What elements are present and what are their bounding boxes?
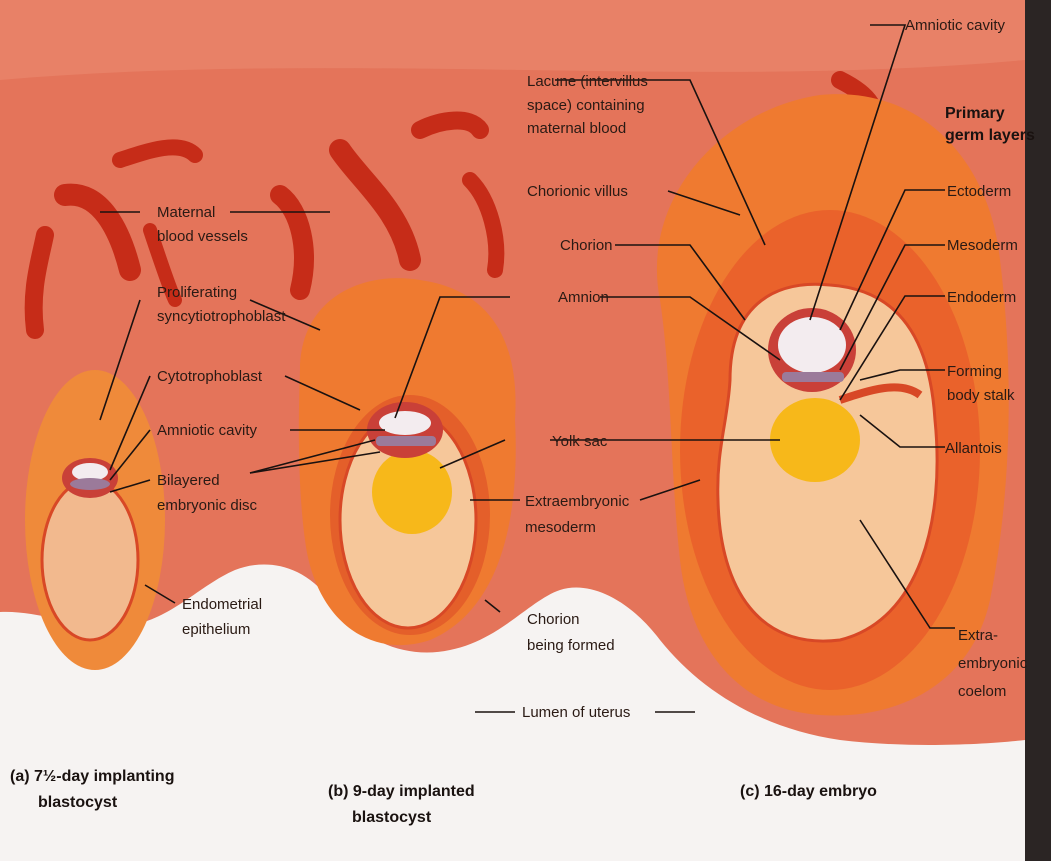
label-extra-coelom-1: Extra- bbox=[958, 627, 998, 644]
label-forming-2: body stalk bbox=[947, 387, 1015, 404]
label-proliferating-1: Proliferating bbox=[157, 284, 237, 301]
label-allantois: Allantois bbox=[945, 440, 1002, 457]
wall-highlight bbox=[0, 0, 1025, 80]
blastocyst-a bbox=[25, 370, 165, 670]
label-extra-coelom-2: embryonic bbox=[958, 655, 1028, 672]
label-ectoderm: Ectoderm bbox=[947, 183, 1011, 200]
label-lacune-1: Lacune (intervillus bbox=[527, 73, 648, 90]
label-endoderm: Endoderm bbox=[947, 289, 1016, 306]
label-maternal-1: Maternal bbox=[157, 204, 215, 221]
label-bilayered-2: embryonic disc bbox=[157, 497, 258, 514]
label-lacune-2: space) containing bbox=[527, 97, 645, 114]
label-amniotic-cavity-top: Amniotic cavity bbox=[905, 17, 1006, 34]
label-chorion-forming-1: Chorion bbox=[527, 611, 580, 628]
label-yolk-sac: Yolk sac bbox=[552, 433, 608, 450]
blastocyst-b bbox=[299, 278, 516, 645]
label-chorion: Chorion bbox=[560, 237, 613, 254]
label-chorionic-villus: Chorionic villus bbox=[527, 183, 628, 200]
label-bilayered-1: Bilayered bbox=[157, 472, 220, 489]
caption-a-1: (a) 7½-day implanting bbox=[10, 768, 174, 785]
captions: (a) 7½-day implanting blastocyst (b) 9-d… bbox=[10, 768, 877, 826]
label-endometrial-1: Endometrial bbox=[182, 596, 262, 613]
label-cytotrophoblast: Cytotrophoblast bbox=[157, 368, 263, 385]
caption-a-2: blastocyst bbox=[38, 794, 118, 811]
label-extra-coelom-3: coelom bbox=[958, 683, 1006, 700]
caption-b-2: blastocyst bbox=[352, 809, 432, 826]
caption-b-1: (b) 9-day implanted bbox=[328, 783, 475, 800]
label-endometrial-2: epithelium bbox=[182, 621, 250, 638]
label-proliferating-2: syncytiotrophoblast bbox=[157, 308, 286, 325]
label-lumen: Lumen of uterus bbox=[522, 704, 630, 721]
label-lacune-3: maternal blood bbox=[527, 120, 626, 137]
label-primary-1: Primary bbox=[945, 105, 1005, 122]
label-primary-2: germ layers bbox=[945, 127, 1035, 144]
label-extraembryonic-meso-1: Extraembryonic bbox=[525, 493, 630, 510]
caption-c: (c) 16-day embryo bbox=[740, 783, 877, 800]
label-chorion-forming-2: being formed bbox=[527, 637, 615, 654]
label-extraembryonic-meso-2: mesoderm bbox=[525, 519, 596, 536]
label-forming-1: Forming bbox=[947, 363, 1002, 380]
label-amnion: Amnion bbox=[558, 289, 609, 306]
label-maternal-2: blood vessels bbox=[157, 228, 248, 245]
label-amniotic-cavity-left: Amniotic cavity bbox=[157, 422, 258, 439]
label-mesoderm: Mesoderm bbox=[947, 237, 1018, 254]
